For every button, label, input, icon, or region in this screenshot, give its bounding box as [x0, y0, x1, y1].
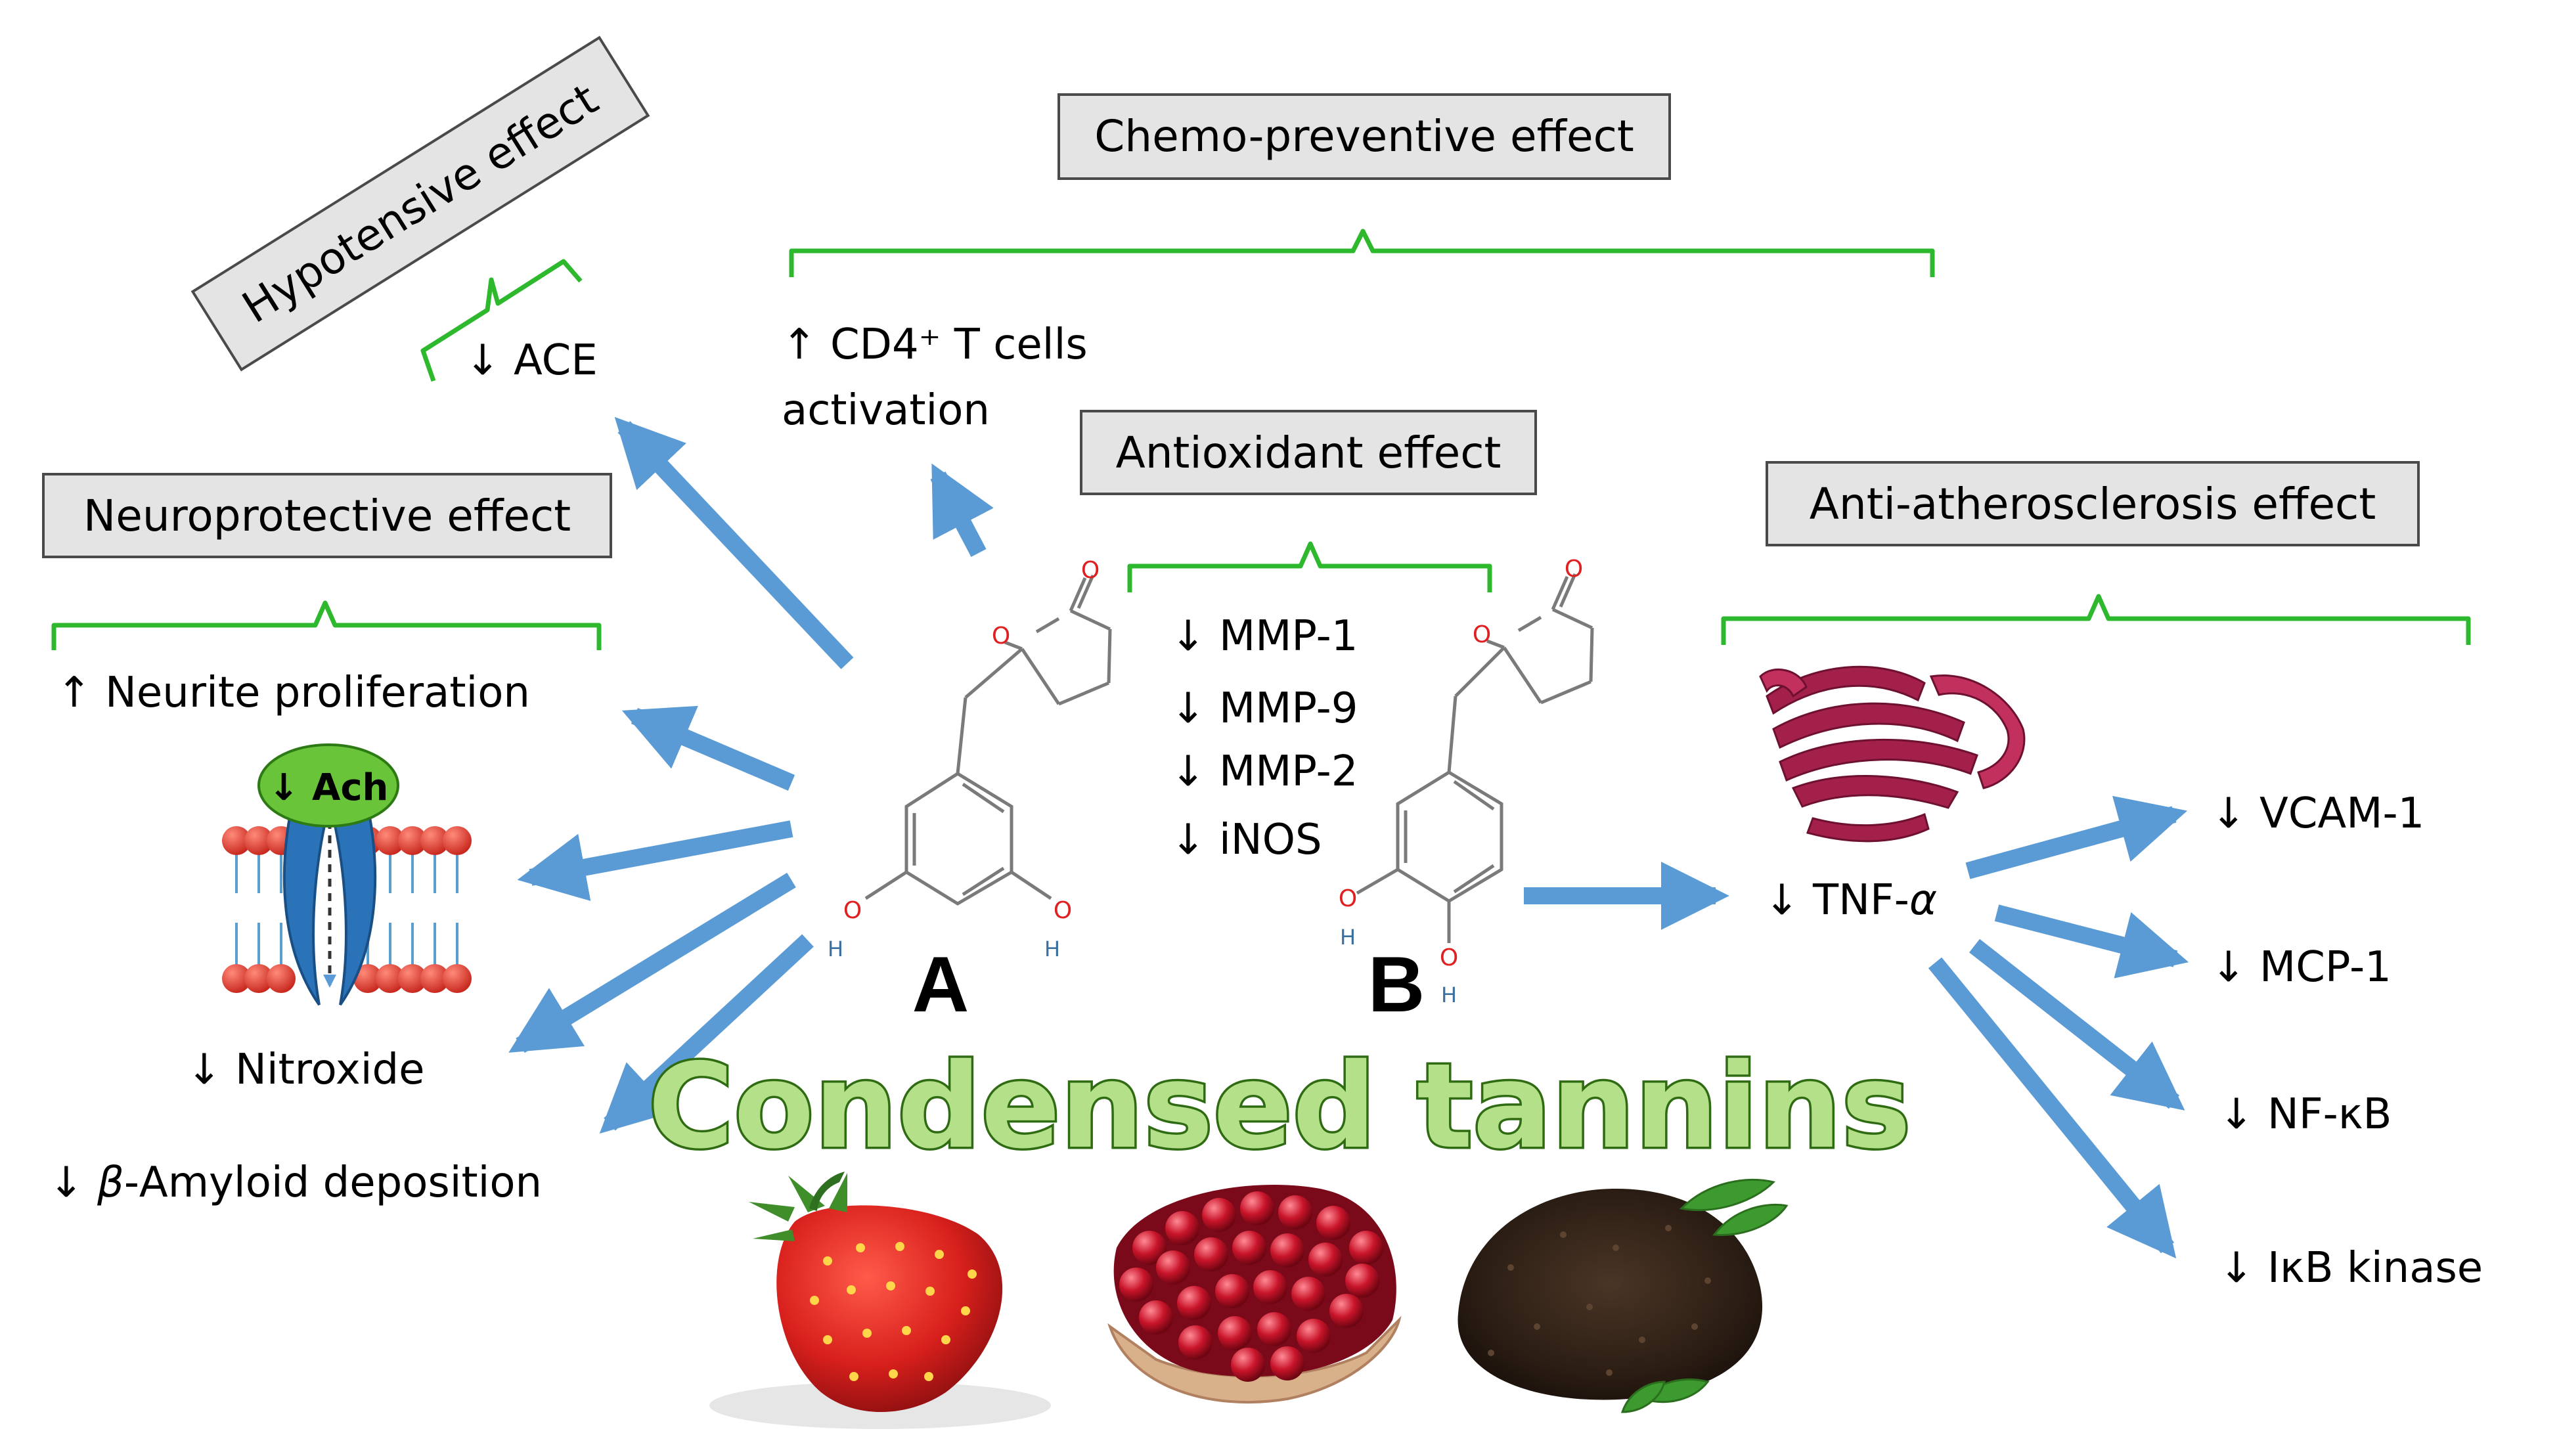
channel-right: [329, 793, 377, 1006]
brackets: [51, 229, 2471, 650]
mmp2-label: ↓ MMP-2: [1170, 747, 1358, 796]
mol-b-oh2-o: O: [1440, 944, 1458, 971]
chemo-box: Chemo-preventive effect: [1057, 93, 1671, 180]
neurite-label: ↑ Neurite proliferation: [56, 669, 530, 717]
athero-label: Anti-atherosclerosis effect: [1810, 479, 2376, 529]
mmp1-label: ↓ MMP-1: [1170, 612, 1358, 661]
athero-bracket: [1721, 594, 2471, 645]
mol-a-oh2-h: H: [1044, 937, 1060, 961]
ikb-label: ↓ IκB kinase: [2219, 1244, 2483, 1292]
neuro-box: Neuroprotective effect: [42, 473, 612, 558]
vcam-label: ↓ VCAM-1: [2211, 789, 2424, 838]
arrow-to-vcam: [1965, 795, 2188, 879]
arrow-to-ace: [614, 416, 854, 669]
tea-image: [1458, 1178, 1789, 1413]
mol-b-carbonyl-o: O: [1565, 556, 1583, 583]
arrow-to-nfkb: [1969, 938, 2185, 1111]
title: Condensed tannins: [648, 1038, 1911, 1174]
neuro-label: Neuroprotective effect: [83, 491, 571, 541]
molecule-a-letter: A: [912, 940, 969, 1028]
mol-a-oh2-o: O: [1054, 897, 1072, 924]
cd4-label: ↑ CD4⁺ T cells: [782, 320, 1088, 369]
arrow-to-mcp: [1994, 904, 2189, 979]
mol-b-oh1-o: O: [1339, 885, 1357, 912]
channel-left: [282, 793, 330, 1006]
mol-a-ring-o: O: [992, 623, 1010, 650]
arrow-to-ikb: [1928, 957, 2177, 1259]
neuro-bracket: [51, 600, 602, 650]
molecule-a: [864, 574, 1112, 906]
nfkb-label: ↓ NF-κB: [2219, 1090, 2392, 1139]
mol-b-oh1-h: H: [1340, 925, 1356, 950]
antioxidant-box: Antioxidant effect: [1080, 410, 1537, 495]
hypotensive-box: Hypotensive effect: [190, 35, 650, 372]
pomegranate-image: [1107, 1185, 1402, 1404]
amyloid-label: ↓ β-Amyloid deposition: [49, 1158, 542, 1207]
chemo-label: Chemo-preventive effect: [1094, 111, 1634, 162]
arrow-to-neurite: [621, 705, 795, 791]
athero-box: Anti-atherosclerosis effect: [1766, 461, 2420, 546]
strawberry-image: [709, 1172, 1051, 1429]
mol-b-ring-o: O: [1473, 621, 1491, 648]
inos-label: ↓ iNOS: [1170, 816, 1322, 864]
nitroxide-label: ↓ Nitroxide: [187, 1046, 424, 1094]
molecule-b-letter: B: [1368, 940, 1425, 1028]
protein-structure-icon: [1759, 665, 2026, 843]
hypotensive-label: Hypotensive effect: [234, 74, 607, 333]
arrow-to-nitroxide: [508, 872, 796, 1053]
chemo-bracket: [789, 229, 1935, 277]
mol-a-oh1-h: H: [828, 937, 843, 961]
membrane-channel-icon: ↓ Ach: [222, 743, 472, 1006]
tnf-label: ↓ TNF-α: [1764, 876, 1937, 925]
molecule-b: [1356, 573, 1594, 943]
mol-a-carbonyl-o: O: [1081, 557, 1100, 584]
arrow-to-cd4: [930, 463, 994, 558]
ace-label: ↓ ACE: [465, 336, 598, 385]
antioxidant-label: Antioxidant effect: [1116, 428, 1502, 478]
ach-label: ↓ Ach: [269, 766, 389, 809]
ach-bubble: [257, 743, 399, 827]
cd4-label-line2: activation: [782, 386, 990, 435]
hypotensive-bracket: [420, 259, 583, 382]
antioxidant-bracket: [1127, 541, 1492, 592]
mcp-label: ↓ MCP-1: [2211, 943, 2392, 992]
arrows: [508, 416, 2189, 1259]
arrow-to-amyloid: [599, 934, 814, 1134]
mol-a-oh1-o: O: [843, 897, 862, 924]
mol-b-oh2-h: H: [1441, 982, 1457, 1007]
mmp9-label: ↓ MMP-9: [1170, 684, 1358, 733]
arrow-to-membrane: [517, 820, 793, 901]
